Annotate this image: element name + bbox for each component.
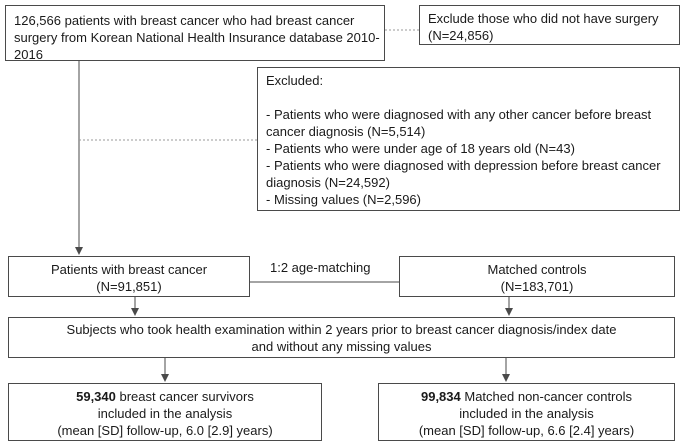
initial-line-3: 2016	[14, 47, 43, 62]
noncancer-count: 99,834	[420, 389, 461, 404]
controls-count: (N=183,701)	[500, 279, 574, 294]
noncancer-line-3: (mean [SD] follow-up, 6.6 [2.4] years)	[418, 423, 635, 438]
exclude-surgery-line-2: (N=24,856)	[428, 28, 494, 43]
age-matching-label: 1:2 age-matching	[270, 260, 371, 275]
noncancer-controls-box: 99,834 Matched non-cancer controls inclu…	[378, 383, 675, 441]
health-exam-line-2: and without any missing values	[251, 339, 432, 354]
health-exam-line-1: Subjects who took health examination wit…	[66, 322, 617, 337]
noncancer-line-2: included in the analysis	[459, 406, 594, 421]
matched-controls-box: Matched controls (N=183,701)	[399, 256, 675, 297]
noncancer-label: Matched non-cancer controls	[460, 389, 633, 404]
breast-cancer-count: (N=91,851)	[96, 279, 162, 294]
initial-line-1: 126,566 patients with breast cancer who …	[14, 13, 355, 28]
breast-cancer-survivors-box: 59,340 breast cancer survivors included …	[8, 383, 322, 441]
survivors-label: breast cancer survivors	[115, 389, 254, 404]
exclusion-criteria-box: Excluded: - Patients who were diagnosed …	[257, 67, 680, 211]
survivors-line-3: (mean [SD] follow-up, 6.0 [2.9] years)	[57, 423, 273, 438]
health-examination-box: Subjects who took health examination wit…	[8, 317, 675, 358]
noncancer-line-1: 99,834 Matched non-cancer controls	[379, 388, 674, 405]
excluded-item-1-line-1: - Patients who were diagnosed with any o…	[266, 107, 652, 122]
survivors-line-2: included in the analysis	[97, 406, 233, 421]
excluded-item-2: - Patients who were under age of 18 year…	[266, 141, 575, 156]
exclude-surgery-line-1: Exclude those who did not have surgery	[428, 11, 659, 26]
excluded-item-3-line-1: - Patients who were diagnosed with depre…	[266, 158, 661, 173]
excluded-heading: Excluded:	[266, 73, 324, 88]
exclude-no-surgery-box: Exclude those who did not have surgery (…	[419, 5, 680, 45]
excluded-item-1-line-2: cancer diagnosis (N=5,514)	[266, 124, 426, 139]
survivors-count: 59,340	[76, 389, 116, 404]
survivors-line-1: 59,340 breast cancer survivors	[9, 388, 321, 405]
breast-cancer-title: Patients with breast cancer	[50, 262, 208, 277]
excluded-item-4: - Missing values (N=2,596)	[266, 192, 421, 207]
controls-title: Matched controls	[487, 262, 587, 277]
initial-cohort-box: 126,566 patients with breast cancer who …	[5, 5, 385, 62]
excluded-item-3-line-2: diagnosis (N=24,592)	[266, 175, 390, 190]
initial-line-2: surgery from Korean National Health Insu…	[14, 30, 380, 45]
breast-cancer-patients-box: Patients with breast cancer (N=91,851)	[8, 256, 250, 297]
